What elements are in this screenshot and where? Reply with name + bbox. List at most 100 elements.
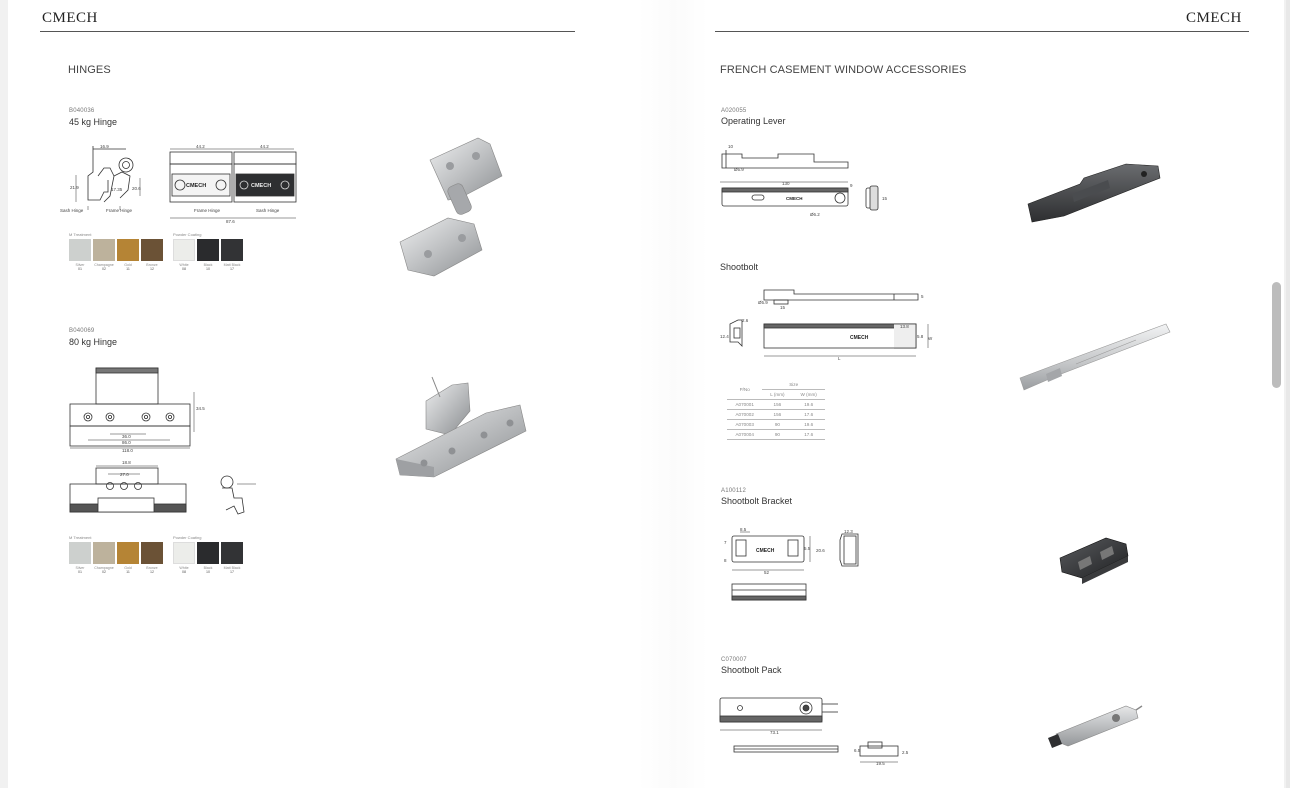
swatch-name: White [179,263,189,267]
dim-label: 52 [764,570,770,575]
dim-label: 20.6 [132,186,141,191]
product-name: 80 kg Hinge [69,337,118,347]
swatch-code: 12 [150,267,154,271]
dim-label: 6.5 [854,748,861,753]
swatch-name: Black [203,263,213,267]
swatch-name: Silver [75,566,85,570]
swatch-code: 02 [102,570,106,574]
dim-label: 8 [724,558,727,563]
table-cell: 19.6 [792,399,825,410]
swatch-black [197,239,219,261]
cmech-stamp: CMECH [251,183,271,189]
dim-label: Ø5.9 [758,300,768,305]
product-code: A020055 [721,108,747,114]
drawing-caption: Frame Hinge [106,208,133,213]
swatch-matt-black [221,542,243,564]
product-code: B040069 [69,328,95,334]
shootbolt-bracket-photo [1059,537,1129,584]
swatch-code: 10 [206,267,210,271]
dim-label: 12.4 [720,334,729,339]
swatch-name: Silver [75,263,85,267]
swatch-bronze [141,239,163,261]
cmech-stamp: CMECH [186,183,206,189]
finish-group-label: Powder Coating [173,232,202,237]
section-title-hinges: HINGES [68,64,111,76]
table-row: A070002 156 17.6 [727,409,825,420]
swatch-name: Gold [124,263,132,267]
shootbolt-pack-drawing: 73.1 6.5 2.5 19.5 [719,697,909,766]
swatch-code: 12 [150,570,154,574]
swatch-champagne [93,542,115,564]
dim-label: 5.8 [917,334,924,339]
dim-label: 5.5 [804,546,811,551]
table-row: A070004 90 17.6 [727,429,825,440]
hinge-45kg-photo [399,137,503,277]
dim-label: 13.8 [900,324,909,329]
table-cell: 17.6 [792,409,825,420]
dim-label: 5 [921,294,924,299]
dim-label: W [928,336,933,341]
product-name: 45 kg Hinge [69,117,118,127]
swatch-bronze [141,542,163,564]
dim-label: 118.0 [122,448,133,453]
swatch-code: 08 [182,570,186,574]
finish-group-label: Powder Coating [173,535,202,540]
operating-lever-drawing: 10 Ø5.9 130 9 Ø6.2 15 CMECH [720,144,888,217]
dim-label: 15 [780,305,786,310]
swatch-silver [69,542,91,564]
product-code: C070007 [721,657,747,663]
table-row: A070003 90 19.6 [727,419,825,430]
scrollbar-track[interactable] [1286,0,1290,788]
product-name: Shootbolt Pack [721,665,782,675]
table-cell: A070001 [727,399,763,410]
dim-label: 36.0 [122,434,131,439]
dim-label: 86.0 [122,440,131,445]
dim-label: 87.6 [226,219,235,224]
dim-label: 27.0 [120,472,129,477]
table-row: A070001 156 19.6 [727,399,825,410]
hinge-45kg-drawing: 16.9 21.9 17.35 20.6 Sash Hinge Frame Hi… [60,144,297,224]
table-header: W (mm) [792,389,825,400]
dim-label: 15 [882,196,888,201]
dim-label: Ø6.2 [810,212,820,217]
swatch-white [173,239,195,261]
dim-label: 17.35 [111,187,123,192]
dim-label: 19.5 [876,761,885,766]
swatch-name: Champagne [94,566,114,570]
scrollbar-thumb[interactable] [1272,282,1281,388]
swatch-name: White [179,566,189,570]
swatch-code: 01 [78,267,82,271]
product-code: B040036 [69,108,95,114]
shootbolt-size-table: P/No Size L (mm) W (mm) A070001 156 19.6… [727,380,825,440]
drawing-caption: Sash Hinge [256,208,280,213]
swatch-name: Black [203,566,213,570]
table-header: Size [762,380,825,390]
swatch-code: 17 [230,570,234,574]
dim-label: 44.2 [260,144,269,149]
cmech-stamp: CMECH [756,548,775,554]
dim-label: 20.6 [816,548,825,553]
swatch-code: 11 [126,267,130,271]
swatch-white [173,542,195,564]
drawing-caption: Sash Hinge [60,208,84,213]
table-cell: 156 [762,409,793,420]
dim-label: 10 [728,144,734,149]
shootbolt-bracket-drawing: 8.5 5.5 20.6 52 12.3 7 8 CMECH [724,527,859,601]
table-cell: 19.6 [792,419,825,430]
dim-label: 7 [724,540,727,545]
swatch-code: 08 [182,267,186,271]
swatch-code: 17 [230,267,234,271]
swatch-name: Matt Black [223,263,241,267]
dim-label: 9 [850,183,853,188]
finish-swatches-2: M Treatment Powder Coating Silver 01 Cha… [68,535,258,580]
shootbolt-drawing: Ø5.9 15 5 2.6 12.4 13.8 5.8 W L CMECH [720,289,933,361]
operating-lever-photo [1027,163,1161,223]
table-cell: 156 [762,399,793,410]
dim-label: 12.3 [844,529,853,534]
table-header: P/No [727,380,763,400]
swatch-name: Bronze [146,263,158,267]
brand-logo-left: CMECH [42,10,98,26]
hinge-80kg-drawing: 36.0 86.0 118.0 34.5 18.8 27.0 [69,367,256,515]
dim-label: 2.5 [902,750,909,755]
product-name: Shootbolt Bracket [721,496,793,506]
